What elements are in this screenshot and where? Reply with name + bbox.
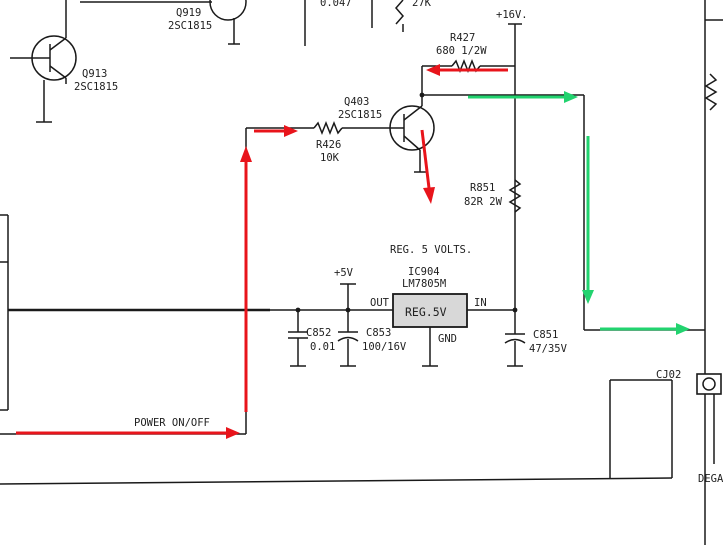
- q403-ref-label: Q403: [344, 96, 369, 108]
- r427-ref-label: R427: [450, 32, 475, 44]
- c852-ref-label: C852: [306, 327, 331, 339]
- top-cap-value-label: 0.047: [320, 0, 352, 9]
- q919-ref-label: Q919: [176, 7, 201, 19]
- cj02-label: CJ02: [656, 369, 681, 381]
- transistor-q913: [10, 0, 77, 123]
- green-signal-arrows: [468, 91, 690, 335]
- r426-value-label: 10K: [320, 152, 340, 164]
- top-resistor-partial: [371, 0, 404, 32]
- capacitor-c851: [504, 310, 526, 366]
- board-frame: [0, 0, 706, 545]
- q913-ref-label: Q913: [82, 68, 107, 80]
- c851-ref-label: C851: [533, 329, 558, 341]
- c852-value-label: 0.01: [310, 341, 335, 353]
- plus16v-rail: [508, 23, 522, 310]
- right-connector: [584, 19, 723, 464]
- capacitor-c852: [288, 310, 308, 366]
- dega-label: DEGA: [698, 473, 723, 485]
- top-resistor-value-label: 27K: [412, 0, 432, 9]
- reg-title-label: REG. 5 VOLTS.: [390, 244, 472, 256]
- in-pin-label: IN: [474, 297, 487, 309]
- regulated-5v-line: [8, 307, 518, 313]
- out-pin-label: OUT: [370, 297, 390, 309]
- q913-part-label: 2SC1815: [74, 81, 118, 93]
- ic904-part-label: LM7805M: [402, 278, 446, 290]
- gnd-pin-label: GND: [438, 333, 457, 345]
- transistor-q403: [380, 95, 435, 173]
- plus5v-node: [340, 283, 356, 310]
- resistor-r426: [245, 120, 380, 434]
- r427-value-label: 680 1/2W: [436, 45, 487, 57]
- transistor-q919: [80, 0, 247, 45]
- power-on-off-label: POWER ON/OFF: [134, 417, 210, 429]
- ic904-ref-label: IC904: [408, 266, 440, 278]
- red-signal-arrows: [16, 64, 508, 439]
- plus16v-label: +16V.: [496, 9, 528, 21]
- r851-value-label: 82R 2W: [464, 196, 503, 208]
- capacitor-c853: [337, 310, 359, 366]
- r851-ref-label: R851: [470, 182, 495, 194]
- c853-ref-label: C853: [366, 327, 391, 339]
- r426-ref-label: R426: [316, 139, 341, 151]
- q919-part-label: 2SC1815: [168, 20, 212, 32]
- resistor-r851: [508, 179, 522, 213]
- c851-value-label: 47/35V: [529, 343, 568, 355]
- plus5v-label: +5V: [334, 267, 354, 279]
- q403-part-label: 2SC1815: [338, 109, 382, 121]
- regulator-ic904: [392, 293, 468, 366]
- regulator-body-label: REG.5V: [405, 305, 447, 319]
- c853-value-label: 100/16V: [362, 341, 407, 353]
